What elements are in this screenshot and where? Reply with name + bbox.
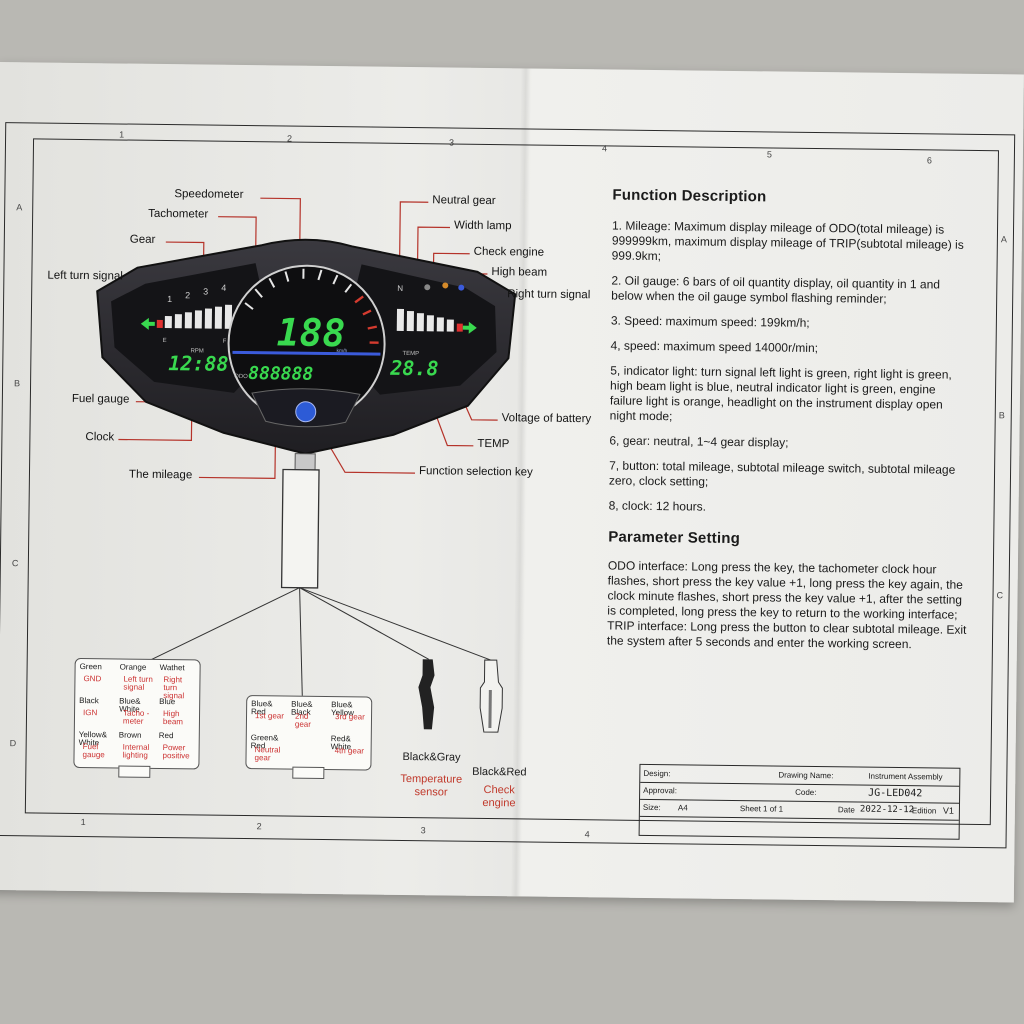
svg-text:2: 2: [185, 290, 190, 300]
connector-pin-function: GND: [83, 674, 102, 684]
instrument-cluster-graphic: 1 2 3 4 E F RPM 12:88 188 km/h: [96, 238, 517, 475]
function-description-title: Function Description: [612, 186, 767, 206]
svg-text:28.8: 28.8: [389, 356, 438, 381]
svg-text:km/h: km/h: [336, 348, 347, 354]
svg-text:12:88: 12:88: [168, 351, 229, 376]
connector-pin-wire: Orange: [119, 662, 147, 672]
engine-sensor-wire-color: Black&Red: [472, 765, 527, 779]
desc-item-3: 3. Speed: maximum speed: 199km/h;: [610, 313, 810, 330]
connector-pin-wire: Wathet: [159, 662, 185, 673]
connector-pin-function: 2nd gear: [294, 711, 312, 729]
connector-pin-function: 4th gear: [334, 746, 365, 756]
tb-date: 2022-12-12: [859, 804, 915, 816]
connector-pin-function: 1st gear: [254, 711, 284, 721]
svg-text:3: 3: [203, 287, 208, 297]
parameter-setting-title: Parameter Setting: [608, 528, 741, 548]
temp-sensor-wire-color: Black&Gray: [402, 750, 461, 764]
svg-text:1: 1: [167, 294, 172, 304]
svg-text:E: E: [163, 338, 167, 344]
tb-size-label: Size:: [642, 802, 661, 813]
tb-size: A4: [677, 803, 688, 813]
svg-text:188: 188: [276, 310, 345, 355]
tb-edition-label: Edition: [911, 806, 937, 816]
connector-pin-function: Tacho -meter: [122, 708, 150, 726]
function-description: Function Description 1. Mileage: Maximum…: [606, 186, 973, 662]
tb-drawing-name-label: Drawing Name:: [778, 770, 834, 781]
connector-pin-wire: Brown: [118, 730, 142, 740]
desc-item-2: 2. Oil gauge: 6 bars of oil quantity dis…: [611, 273, 941, 306]
connector-pin-wire: Red: [158, 730, 174, 741]
svg-text:TEMP: TEMP: [402, 351, 419, 357]
desc-item-8: 8, clock: 12 hours.: [608, 498, 707, 514]
svg-text:RPM: RPM: [190, 348, 203, 354]
desc-item-4: 4, speed: maximum speed 14000r/min;: [610, 338, 819, 356]
connector-pin-function: IGN: [83, 708, 98, 718]
connector-pin-wire: Blue: [159, 696, 176, 707]
connector-pin-wire: Black: [79, 696, 99, 706]
svg-text:4: 4: [221, 283, 226, 293]
connector-pin-function: Neutral gear: [254, 745, 281, 763]
svg-text:ODO: ODO: [234, 374, 248, 380]
parameter-setting-text: ODO interface: Long press the key, the t…: [606, 558, 967, 652]
desc-item-6: 6, gear: neutral, 1~4 gear display;: [609, 433, 789, 450]
desc-item-7: 7, button: total mileage, subtotal milea…: [608, 458, 956, 489]
desc-item-5: 5, indicator light: turn signal left lig…: [609, 363, 952, 424]
drawing-sheet: 1 2 3 4 5 6 1 2 3 4 A B C D A B C: [0, 62, 1024, 903]
svg-text:N: N: [397, 284, 403, 293]
connector-gear-latch: [292, 766, 325, 780]
connector-pin-function: Left turn signal: [123, 674, 153, 692]
tb-sheet: Sheet 1 of 1: [739, 804, 784, 814]
connector-main-latch: [118, 765, 151, 778]
tb-design: Design:: [643, 768, 671, 779]
connector-pin-function: Power positive: [162, 743, 190, 761]
connector-pin-function: Internal lighting: [122, 742, 150, 760]
title-block: Design: Approval: Size: A4 Sheet 1 of 1 …: [638, 763, 961, 840]
svg-text:888888: 888888: [248, 363, 313, 385]
svg-text:F: F: [223, 339, 227, 345]
tb-edition: V1: [942, 805, 955, 816]
tb-date-label: Date: [837, 805, 855, 815]
tb-approval: Approval:: [643, 785, 677, 796]
tb-drawing-name: Instrument Assembly: [868, 771, 943, 782]
connector-pin-function: 3rd gear: [334, 712, 365, 722]
tb-code-label: Code:: [795, 787, 817, 798]
connector-pin-wire: Green: [79, 662, 102, 672]
connector-pin-function: High beam: [162, 709, 184, 727]
connector-pin-function: Fuel gauge: [82, 742, 105, 760]
tb-code: JG-LED042: [868, 787, 923, 800]
engine-sensor-label: Check engine: [482, 783, 516, 810]
wiring-harness: [142, 468, 503, 733]
desc-item-1: 1. Mileage: Maximum display mileage of O…: [611, 218, 964, 264]
